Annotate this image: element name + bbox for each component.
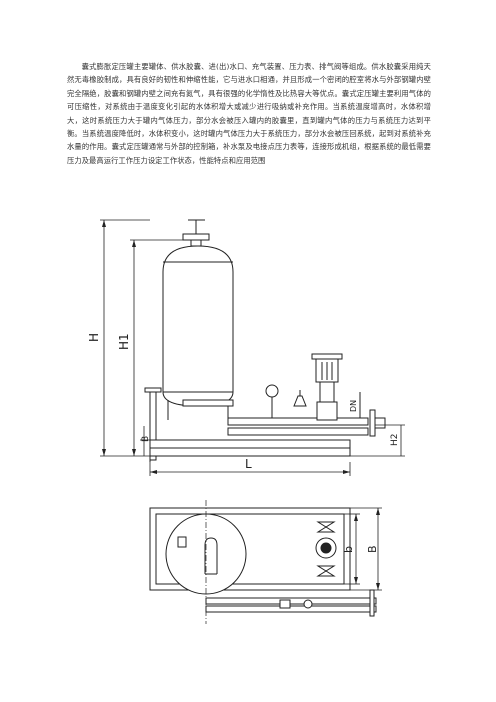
- dim-label-DN: DN: [349, 400, 358, 412]
- dim-label-H: H: [87, 333, 101, 342]
- dim-label-b: b: [342, 546, 355, 553]
- description-paragraph: 囊式膨胀定压罐主要罐体、供水胶囊、进(出)水口、充气装置、压力表、排气阀等组成。…: [67, 62, 431, 165]
- tank-body: [162, 245, 234, 407]
- pressure-gauge-icon: [265, 384, 279, 398]
- dim-label-B: B: [366, 545, 379, 553]
- dim-label-H1: H1: [117, 333, 131, 350]
- dim-label-L: L: [245, 457, 252, 471]
- dim-label-B-side: B: [141, 436, 151, 442]
- plan-view: [149, 500, 382, 624]
- dim-label-H2: H2: [390, 434, 400, 447]
- elevation-view: [100, 219, 405, 476]
